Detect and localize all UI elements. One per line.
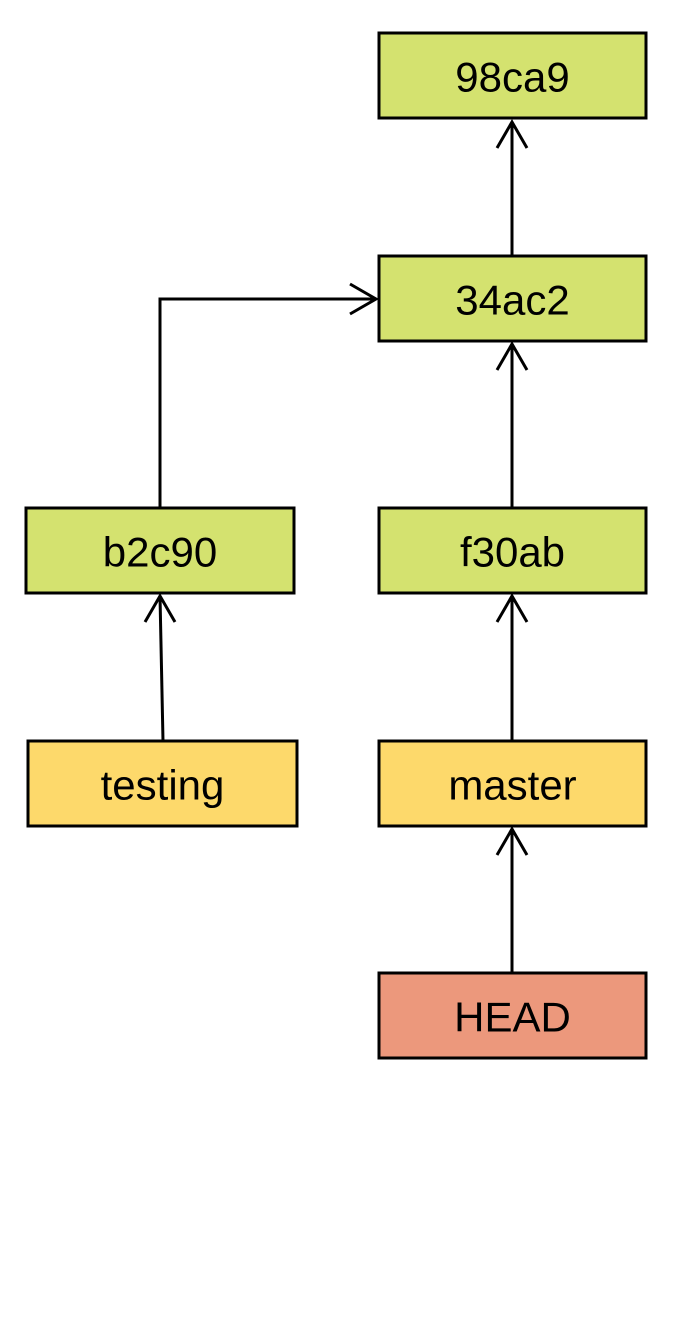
branch-box [26,739,299,828]
head-box [377,971,648,1060]
commit-label: 98ca9 [455,54,569,101]
edge-testing-to-b2c90 [143,592,177,742]
arrowhead-icon [495,118,529,149]
commit-node-f30ab: f30ab [377,506,648,595]
commit-box [377,31,648,120]
arrowhead-icon [495,825,529,856]
arrowhead-icon [349,282,380,316]
commit-label: b2c90 [103,529,217,576]
arrowhead-icon [495,340,529,371]
commit-node-98ca9: 98ca9 [377,31,648,120]
head-node: HEAD [377,971,648,1060]
branch-node-testing: testing [26,739,299,828]
edges [143,118,529,973]
commit-box [377,506,648,595]
edge-b2c90-to-34ac2 [158,282,380,508]
arrowhead-icon [495,592,529,623]
commit-label: f30ab [460,529,565,576]
branch-box [377,739,648,828]
commit-node-34ac2: 34ac2 [377,254,648,343]
branch-label: master [448,762,576,809]
commit-box [24,506,296,595]
edge-f30ab-to-34ac2 [495,340,529,508]
commit-node-b2c90: b2c90 [24,506,296,595]
arrowhead-icon [143,592,177,623]
edge-head-to-master [495,825,529,973]
commit-label: 34ac2 [455,277,569,324]
commit-box [377,254,648,343]
branch-label: testing [101,762,225,809]
branch-node-master: master [377,739,648,828]
edge-master-to-f30ab [495,592,529,741]
edge-34ac2-to-98ca9 [495,118,529,256]
head-label: HEAD [454,994,571,1041]
